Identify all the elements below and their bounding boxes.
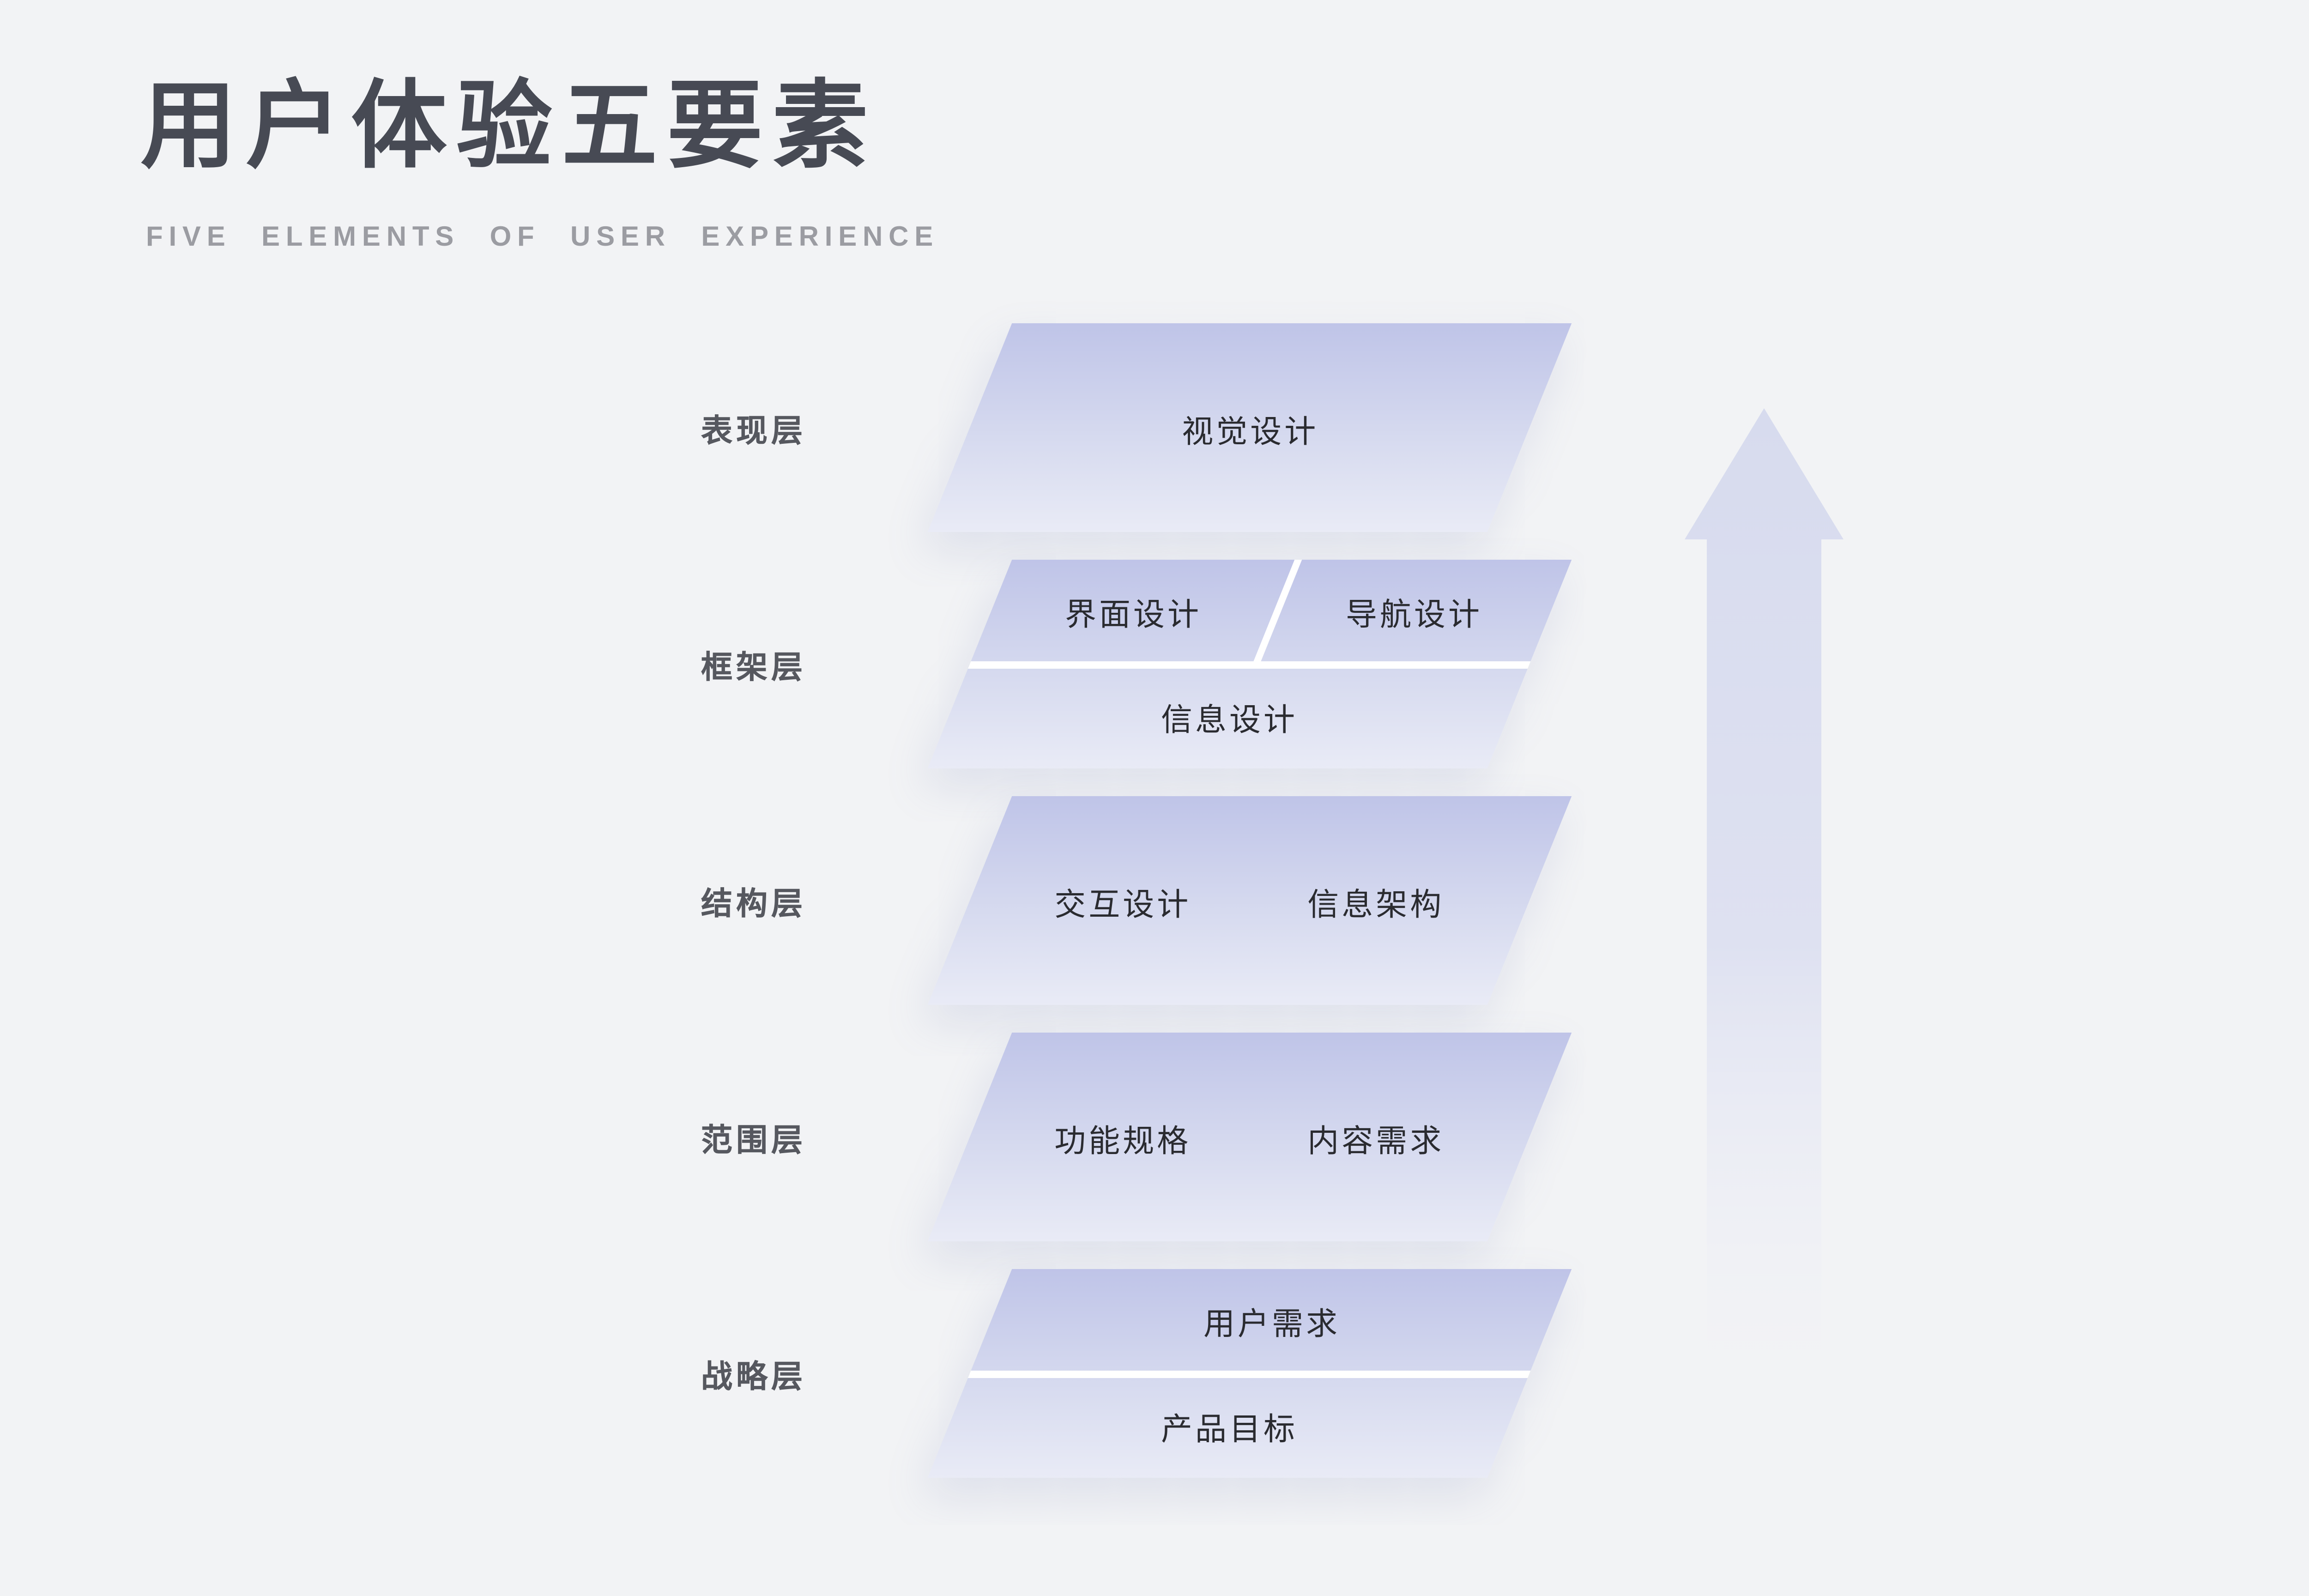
cell-text: 界面设计 xyxy=(1065,598,1202,633)
layer-label: 框架层 xyxy=(701,650,806,685)
page-title: 用户体验五要素 xyxy=(140,74,878,181)
cell-text: 交互设计 xyxy=(1055,887,1192,922)
cell-divider-horizontal xyxy=(968,1370,1531,1377)
layer-row-presentation: 表现层 视觉设计 xyxy=(0,323,2309,532)
up-arrow-icon xyxy=(1685,408,1844,1382)
cell-text: 内容需求 xyxy=(1307,1123,1444,1158)
cell-divider-horizontal xyxy=(968,660,1531,668)
cell-text: 信息架构 xyxy=(1307,887,1444,922)
layer-shape-structure: 交互设计 信息架构 xyxy=(927,796,1572,1005)
cell-text: 导航设计 xyxy=(1345,598,1482,633)
page-subtitle: FIVE ELEMENTS OF USER EXPERIENCE xyxy=(146,222,939,253)
layer-row-structure: 结构层 交互设计 信息架构 xyxy=(0,796,2309,1005)
cell-text: 视觉设计 xyxy=(1181,414,1318,449)
layer-row-strategy: 战略层 用户需求 产品目标 xyxy=(0,1269,2309,1478)
layer-row-framework: 框架层 界面设计 导航设计 信息设计 xyxy=(0,560,2309,768)
cell-text: 产品目标 xyxy=(1160,1412,1297,1447)
cell-text: 信息设计 xyxy=(1160,702,1297,738)
cell-text: 功能规格 xyxy=(1055,1123,1192,1158)
layer-label: 战略层 xyxy=(701,1360,806,1395)
layer-label: 范围层 xyxy=(701,1123,806,1158)
layer-label: 表现层 xyxy=(701,414,806,449)
layer-shape-strategy: 用户需求 产品目标 xyxy=(927,1269,1572,1478)
layer-shape-presentation: 视觉设计 xyxy=(927,323,1572,532)
layer-row-scope: 范围层 功能规格 内容需求 xyxy=(0,1033,2309,1241)
cell-text: 用户需求 xyxy=(1202,1307,1339,1342)
layer-label: 结构层 xyxy=(701,887,806,922)
cell-divider-vertical xyxy=(1251,560,1301,664)
layer-shape-scope: 功能规格 内容需求 xyxy=(927,1033,1572,1241)
layer-shape-framework: 界面设计 导航设计 信息设计 xyxy=(927,560,1572,768)
